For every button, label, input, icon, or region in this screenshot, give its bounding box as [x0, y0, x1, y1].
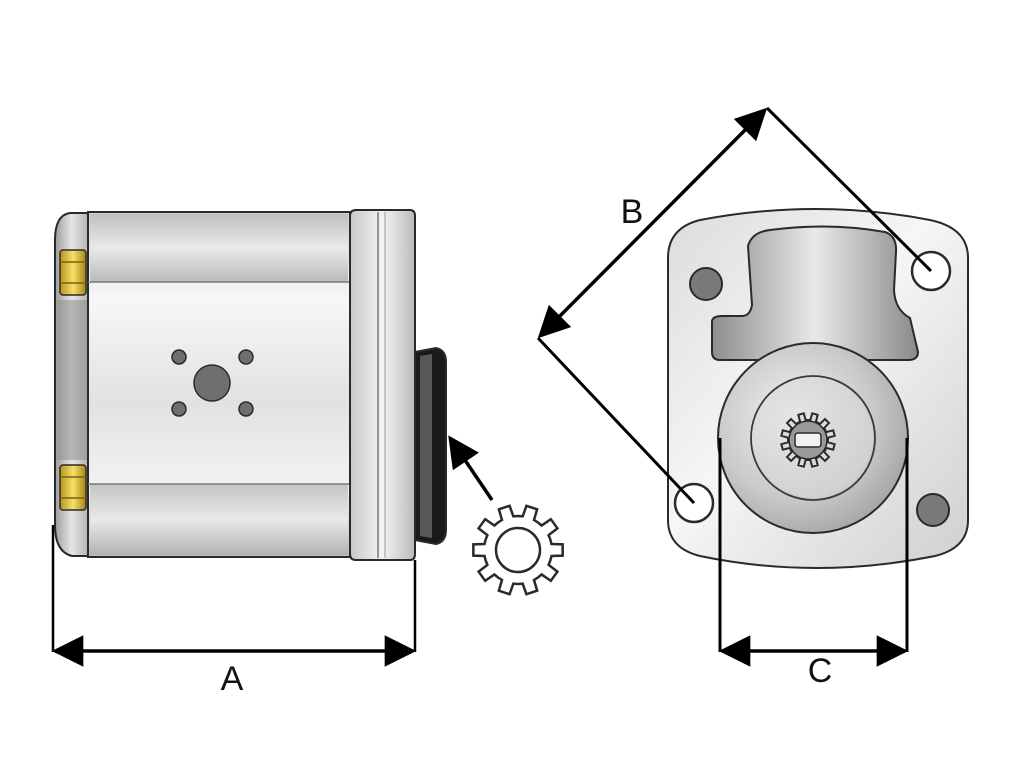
screw-hole	[171, 401, 187, 417]
dimension-b: B	[536, 106, 933, 505]
screw-hole	[238, 401, 254, 417]
rear-cap-recess	[57, 300, 87, 460]
screw-hole	[238, 349, 254, 365]
screw-hole	[171, 349, 187, 365]
shaft-spline	[780, 412, 836, 468]
gear-icon	[472, 504, 564, 596]
dimension-label-a: A	[221, 660, 244, 698]
dimension-c: C	[718, 438, 909, 690]
side-view	[54, 209, 447, 561]
dimension-label-b: B	[621, 193, 644, 231]
shaft-key-slot	[794, 432, 822, 448]
dimension-label-c: C	[808, 652, 833, 690]
body-top-band	[90, 214, 348, 282]
detail-pointer-arrow	[448, 435, 494, 501]
hub-inner-ring	[750, 375, 876, 501]
brass-fitting-top	[59, 249, 87, 296]
brass-fitting-bottom	[59, 464, 87, 511]
dimension-a: A	[51, 525, 417, 698]
front-flange	[349, 209, 416, 561]
body-bottom-band	[90, 484, 348, 555]
spline-detail	[448, 435, 564, 596]
gear-bore	[494, 526, 542, 574]
dimension-line-b	[537, 107, 768, 339]
front-view	[667, 208, 969, 569]
mounting-hole-dark	[689, 267, 723, 301]
mounting-hole-dark	[916, 493, 950, 527]
port-hole	[193, 364, 231, 402]
